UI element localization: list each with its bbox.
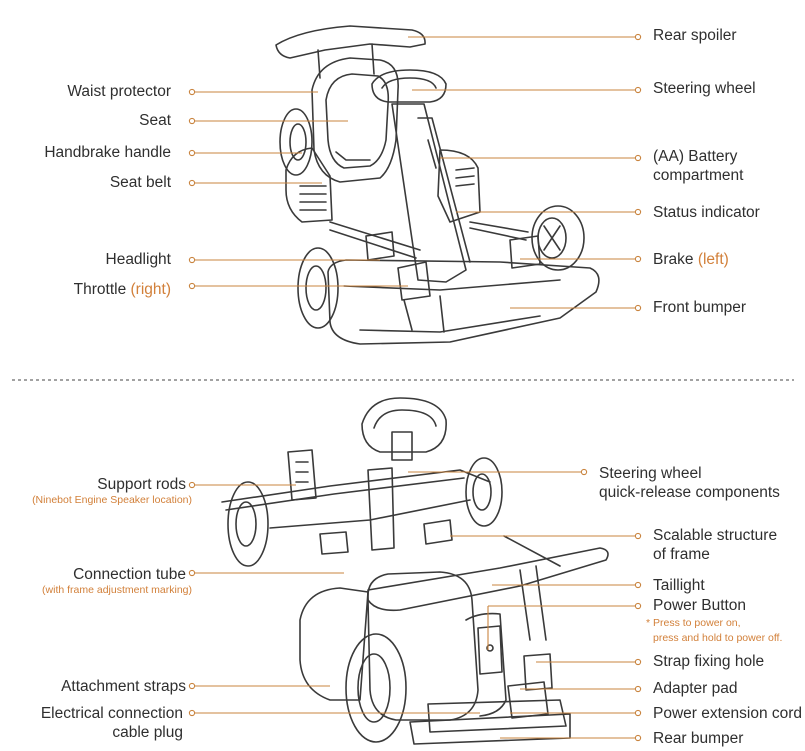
steering-wheel-drawing <box>371 69 447 103</box>
label-seat: Seat <box>139 112 171 129</box>
label-support-rods: Support rods <box>97 476 186 493</box>
label-status-indicator: Status indicator <box>653 204 760 221</box>
right-wheel-rear-drawing <box>465 457 503 527</box>
label-brake-text: Brake <box>653 251 694 268</box>
label-electrical-line1: Electrical connection <box>40 705 183 722</box>
label-seat-belt: Seat belt <box>109 174 171 191</box>
rear-left-big-wheel-drawing <box>345 633 407 743</box>
label-power-button: Power Button <box>653 597 747 614</box>
label-scalable-line1: Scalable structure <box>653 527 778 544</box>
label-taillight: Taillight <box>653 577 705 594</box>
front-right-wheel-drawing <box>531 205 585 271</box>
note-power-line1: * Press to power on, <box>646 617 741 629</box>
label-rear-spoiler: Rear spoiler <box>653 27 737 44</box>
label-adapter-pad: Adapter pad <box>653 680 738 697</box>
note-support-rods: (Ninebot Engine Speaker location) <box>32 494 192 506</box>
rear-left-wheel-drawing <box>279 108 313 176</box>
label-electrical-line2: cable plug <box>112 724 183 741</box>
label-throttle-text: Throttle <box>73 281 127 298</box>
label-battery-line2: compartment <box>653 167 744 184</box>
label-strap-fixing-hole: Strap fixing hole <box>653 653 765 670</box>
label-throttle: Throttle (right) <box>74 280 171 299</box>
power-button-drawing <box>477 625 503 675</box>
label-steering-qr-line2: quick-release components <box>599 484 780 501</box>
steering-wheel-rear-drawing <box>361 397 447 453</box>
leader-lines-top <box>188 33 642 312</box>
kart-rear-view <box>221 397 609 745</box>
left-wheel-rear-drawing <box>227 481 269 567</box>
label-steering-qr-line1: Steering wheel <box>599 465 702 482</box>
front-left-wheel-drawing <box>297 247 339 329</box>
label-brake: Brake (left) <box>653 250 729 269</box>
label-scalable-line2: of frame <box>653 546 710 563</box>
center-column-drawing <box>391 103 467 283</box>
label-front-bumper: Front bumper <box>653 299 747 316</box>
note-power-line2: press and hold to power off. <box>653 632 783 644</box>
label-headlight: Headlight <box>105 251 172 268</box>
label-attachment-straps: Attachment straps <box>61 678 186 695</box>
label-waist-protector: Waist protector <box>67 83 171 100</box>
label-brake-side: (left) <box>697 251 729 268</box>
seat-back-drawing <box>367 571 479 721</box>
kart-front-view <box>275 25 600 345</box>
label-battery-line1: (AA) Battery <box>653 148 738 165</box>
seat-drawing <box>311 57 399 183</box>
label-throttle-side: (right) <box>130 281 171 298</box>
label-power-extension-cord: Power extension cord <box>653 705 803 722</box>
front-bumper-drawing <box>327 259 600 345</box>
label-steering-wheel: Steering wheel <box>653 80 756 97</box>
rear-spoiler-drawing <box>275 25 426 59</box>
leader-lines-bottom <box>188 468 642 742</box>
label-handbrake-handle: Handbrake handle <box>44 144 171 161</box>
rear-spoiler-rear-drawing <box>367 547 609 612</box>
label-connection-tube: Connection tube <box>73 566 186 583</box>
label-rear-bumper: Rear bumper <box>653 730 744 747</box>
note-connection-tube: (with frame adjustment marking) <box>42 584 192 596</box>
